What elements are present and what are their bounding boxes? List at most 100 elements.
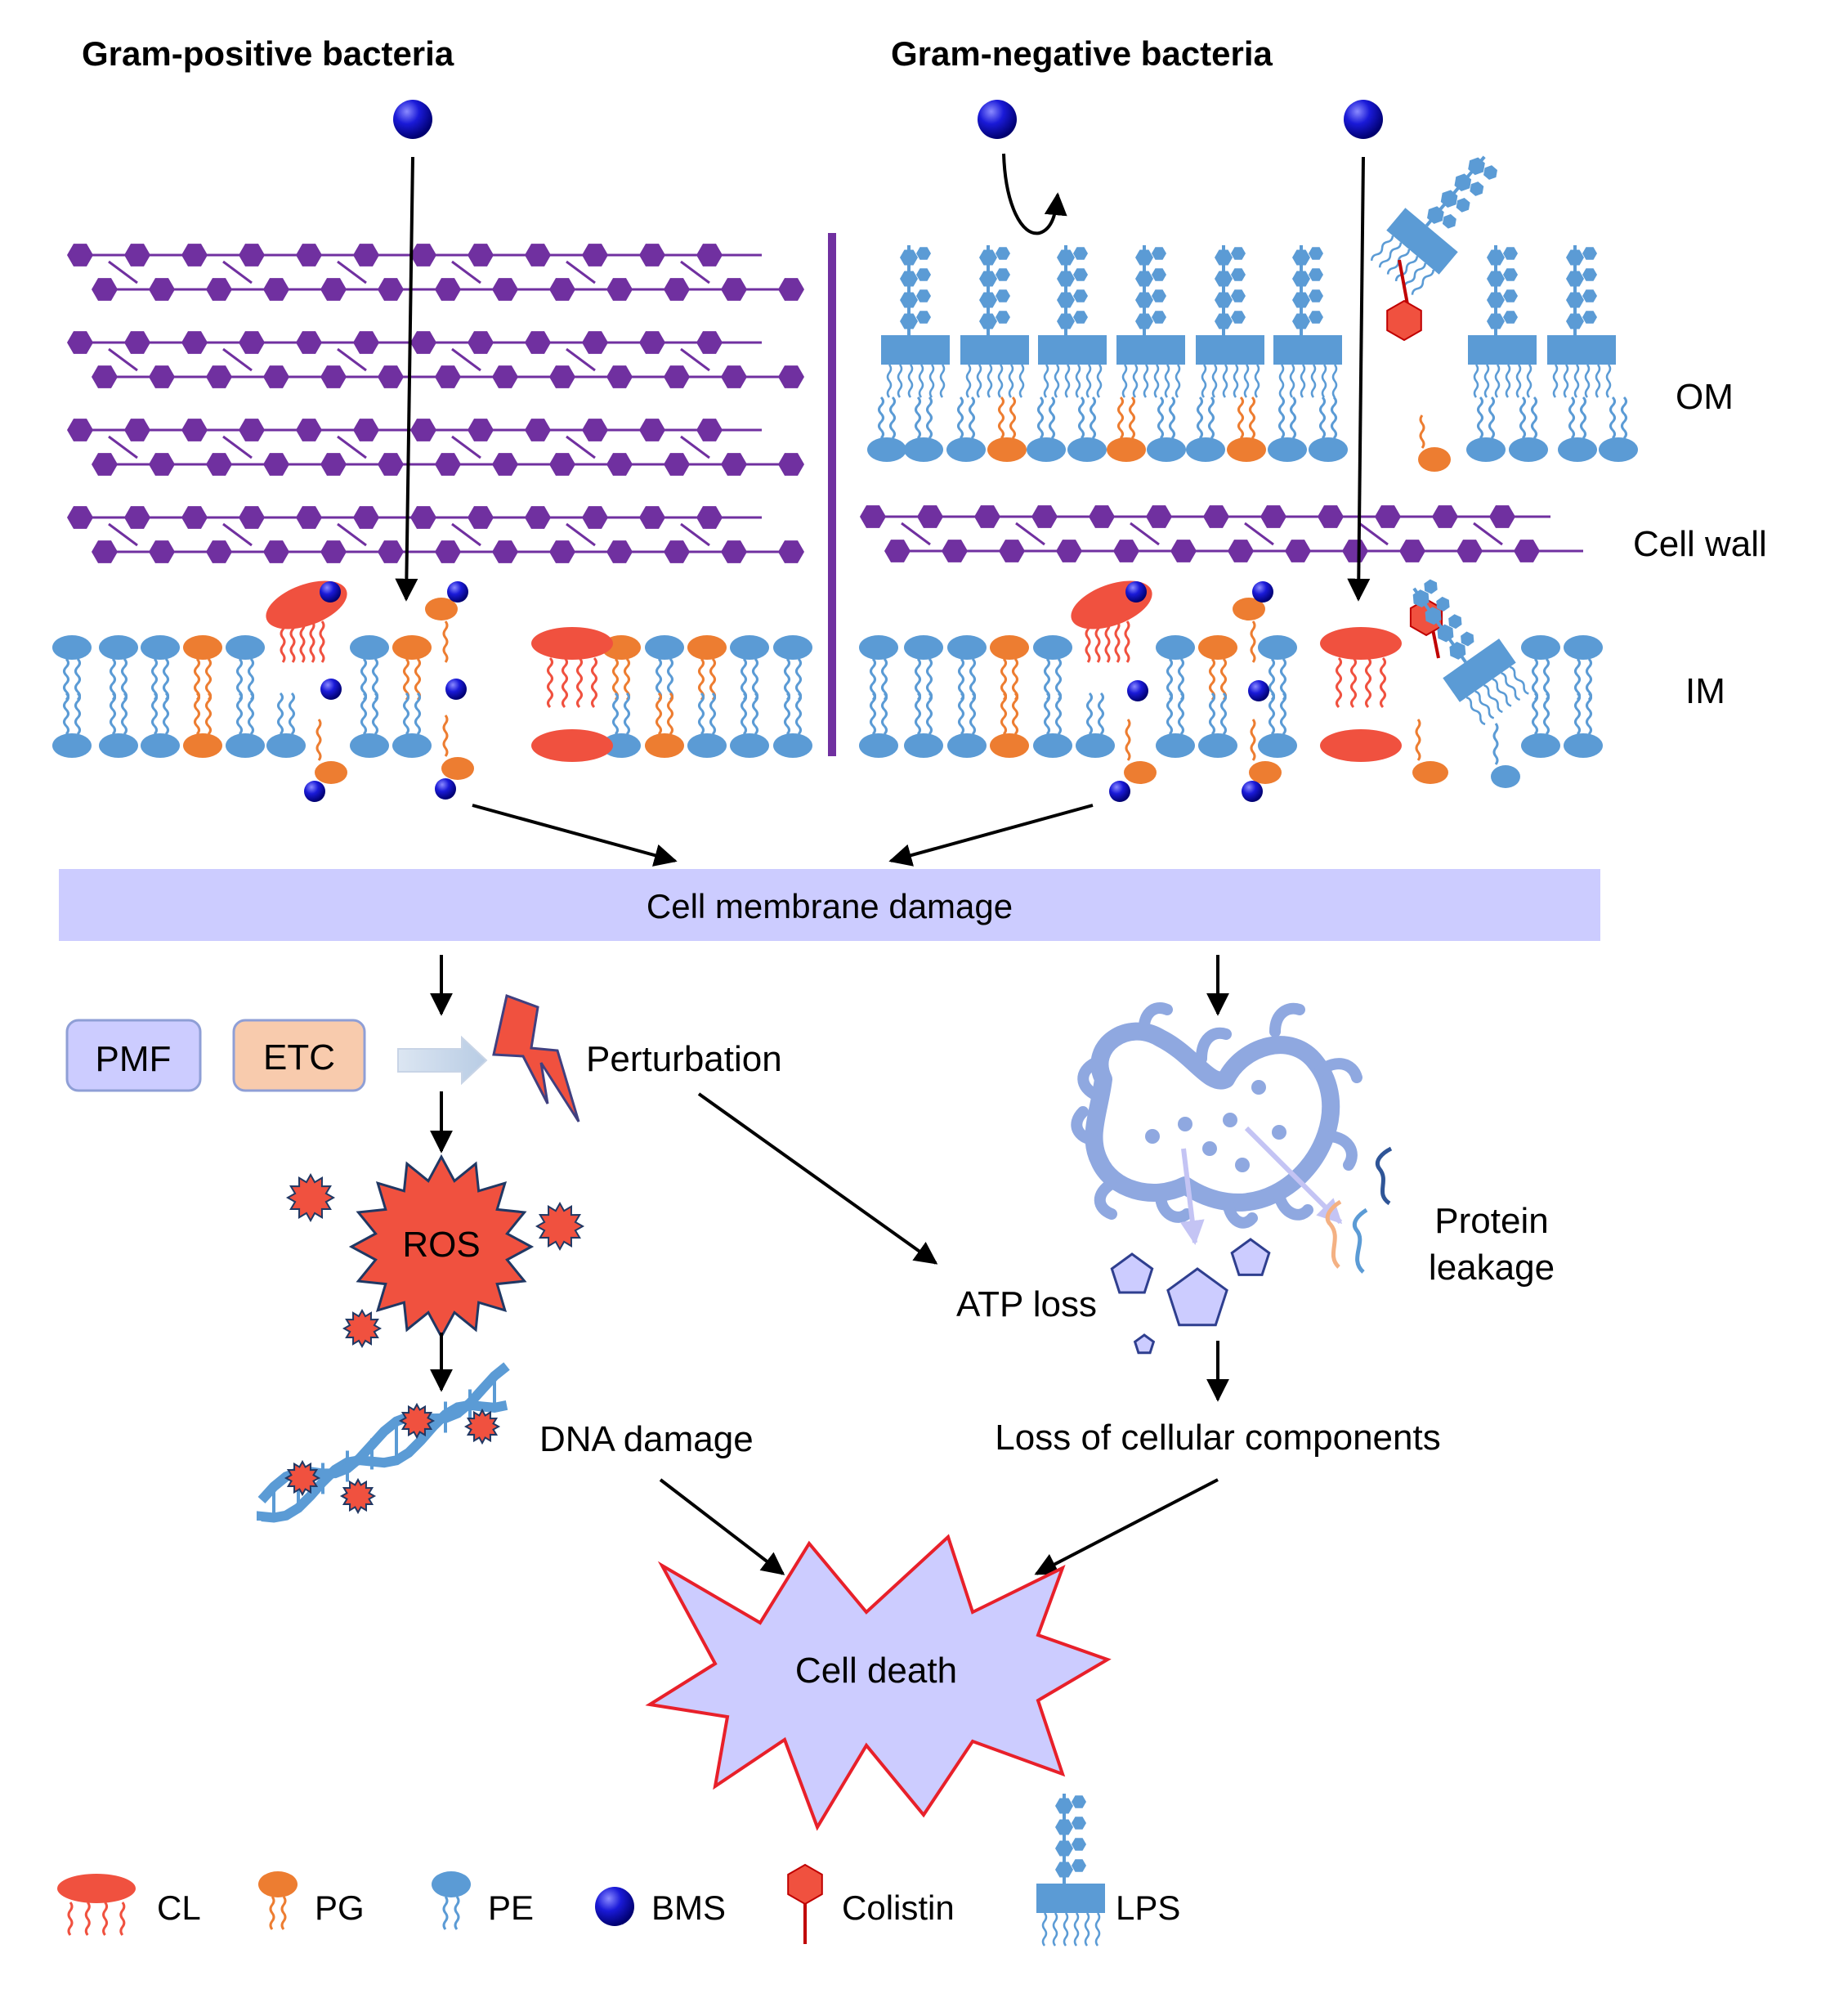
cl-lipid-head [1320, 627, 1402, 660]
peptidoglycan-sugar [263, 453, 289, 476]
pe-lipid-head [226, 635, 265, 660]
pg-lipid-head [990, 635, 1029, 660]
lps-molecule-sugar [979, 271, 997, 287]
legend-lps-icon-sugar [1055, 1798, 1073, 1814]
peptidoglycan-crosslink [566, 522, 596, 547]
pe-lipid-tail [110, 692, 116, 736]
pe-lipid-head [1258, 635, 1297, 660]
cell-death-label: Cell death [795, 1651, 957, 1691]
bacterium-granule [1235, 1158, 1250, 1172]
bacterium-flagellum [1077, 1057, 1103, 1101]
pe-lipid-head [52, 635, 92, 660]
legend-colistin-icon [787, 1863, 823, 1906]
peptidoglycan-sugar [239, 331, 265, 354]
peptidoglycan-sugar [263, 278, 289, 301]
protein-strand-orange [1325, 1199, 1342, 1269]
pg-displaced-tail [315, 719, 322, 761]
bms-molecule [978, 100, 1017, 139]
lps-molecule-sugar [1292, 313, 1310, 329]
lps-molecule-acyl-chain [1096, 364, 1103, 398]
peptidoglycan-sugar [525, 244, 551, 267]
bms-molecule [447, 581, 468, 603]
peptidoglycan-sugar [410, 331, 436, 354]
pe-lipid-tail [969, 657, 976, 701]
pg-displaced-tail [1125, 719, 1131, 761]
pe-lipid-head [1033, 733, 1072, 758]
pg-lipid-head [183, 733, 222, 758]
legend-cl-tail [84, 1902, 91, 1936]
pe-lipid-tail [1220, 692, 1227, 736]
peptidoglycan-sugar [263, 540, 289, 563]
lps-molecule [1273, 245, 1342, 398]
gram-positive-inner-membrane [52, 580, 812, 784]
lps-molecule-sugar [1231, 268, 1246, 281]
lps-molecule-lipid-a [1547, 335, 1616, 365]
lps-molecule-sugar [979, 292, 997, 308]
lps-detached [1370, 155, 1497, 295]
lps-molecule [881, 245, 950, 398]
pg-displaced-tail [442, 620, 449, 663]
lps-molecule [960, 245, 1029, 398]
pe-lipid-tail [1178, 657, 1184, 701]
pe-lipid-head [141, 635, 180, 660]
ros-small-burst [285, 1172, 336, 1223]
lps-molecule-acyl-chain [1243, 364, 1250, 398]
lps-molecule-sugar [1503, 289, 1518, 302]
peptidoglycan-sugar [639, 244, 665, 267]
bms-molecule [435, 778, 456, 800]
peptidoglycan-sugar [468, 506, 494, 529]
pe-lipid-head [773, 635, 812, 660]
pe-lipid-tail [667, 657, 673, 701]
legend-pg-tail [269, 1896, 275, 1930]
peptidoglycan-sugar [181, 419, 208, 441]
pe-lipid-head [1156, 635, 1195, 660]
lps-detached-acyl-chain [1403, 262, 1427, 289]
lps-detached-sugar [1442, 213, 1456, 229]
lps-molecule-sugar [1231, 289, 1246, 302]
peptidoglycan-sugar [1514, 540, 1540, 562]
peptidoglycan-sugar [696, 244, 723, 267]
lps-molecule-acyl-chain [1222, 364, 1228, 398]
pe-lipid-tail [1543, 657, 1550, 701]
cl-displaced-tail [289, 620, 296, 663]
pe-lipid-head [1521, 635, 1560, 660]
loss-components-label: Loss of cellular components [995, 1418, 1440, 1458]
pe-lipid-tail [624, 692, 630, 736]
peptidoglycan-sugar [606, 365, 633, 388]
pg-displaced-tail [1415, 719, 1421, 761]
lps-detached-sugar [1427, 206, 1444, 224]
legend-cl-icon [57, 1874, 136, 1903]
bms-molecule [304, 781, 325, 802]
colistin-stem [1398, 259, 1409, 305]
peptidoglycan-sugar [1113, 540, 1139, 562]
legend-cl-label: CL [157, 1888, 201, 1927]
peptidoglycan-sugar [435, 365, 461, 388]
lps-molecule-acyl-chain [1605, 364, 1612, 398]
pe-lipid-tail [163, 657, 169, 701]
lps-molecule-sugar [1309, 289, 1323, 302]
peptidoglycan-sugar [353, 419, 379, 441]
lps-displaced-sugar [1436, 596, 1450, 612]
legend-colistin-label: Colistin [842, 1888, 955, 1927]
pe-lipid-head [859, 635, 898, 660]
legend-lps-icon-sugar [1055, 1840, 1073, 1857]
pmf-label: PMF [96, 1039, 172, 1079]
lps-molecule-sugar [1292, 292, 1310, 308]
lps-molecule-acyl-chain [1505, 364, 1511, 398]
bacterium-flagellum [1269, 1002, 1305, 1037]
bacterium-granule [1202, 1141, 1217, 1156]
lps-molecule-sugar [1231, 311, 1246, 324]
pe-lipid-tail [881, 692, 888, 736]
peptidoglycan-sugar [181, 331, 208, 354]
peptidoglycan-sugar [1399, 540, 1425, 562]
lps-molecule-acyl-chain [1321, 364, 1327, 398]
pe-lipid-tail [889, 396, 896, 440]
peptidoglycan-sugar [239, 244, 265, 267]
lps-molecule-acyl-chain [1018, 364, 1025, 398]
pe-lipid-tail [915, 396, 921, 440]
ros-small-burst [535, 1201, 585, 1252]
pe-lipid-tail [1044, 657, 1050, 701]
pe-lipid-head [904, 437, 943, 462]
lps-displaced-sugar [1424, 579, 1438, 594]
